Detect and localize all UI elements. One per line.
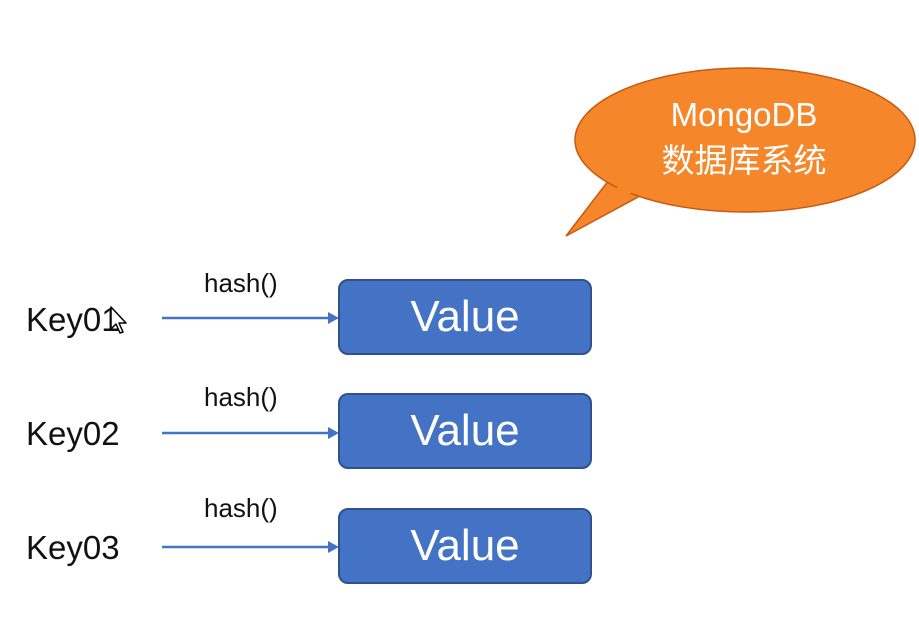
hash-function-label: hash(): [204, 268, 278, 298]
speech-bubble-text: MongoDB 数据库系统: [596, 92, 892, 184]
mouse-pointer-icon: [110, 306, 127, 334]
speech-bubble-body: [574, 67, 916, 213]
key-label: Key03: [26, 529, 120, 566]
speech-bubble: [565, 67, 916, 237]
hash-function-label: hash(): [204, 382, 278, 412]
value-box: Value: [338, 508, 592, 584]
key-label: Key01: [26, 301, 120, 338]
arrow-right-icon: [162, 427, 339, 439]
value-box: Value: [338, 279, 592, 355]
arrow-right-icon: [162, 312, 339, 324]
callout-line-2: 数据库系统: [661, 142, 827, 179]
key-label: Key02: [26, 415, 120, 452]
value-box: Value: [338, 393, 592, 469]
value-label: Value: [410, 406, 520, 455]
arrow-right-icon: [162, 541, 339, 553]
callout-line-1: MongoDB: [670, 96, 818, 133]
value-label: Value: [410, 521, 520, 570]
value-label: Value: [410, 292, 520, 341]
hash-function-label: hash(): [204, 493, 278, 523]
